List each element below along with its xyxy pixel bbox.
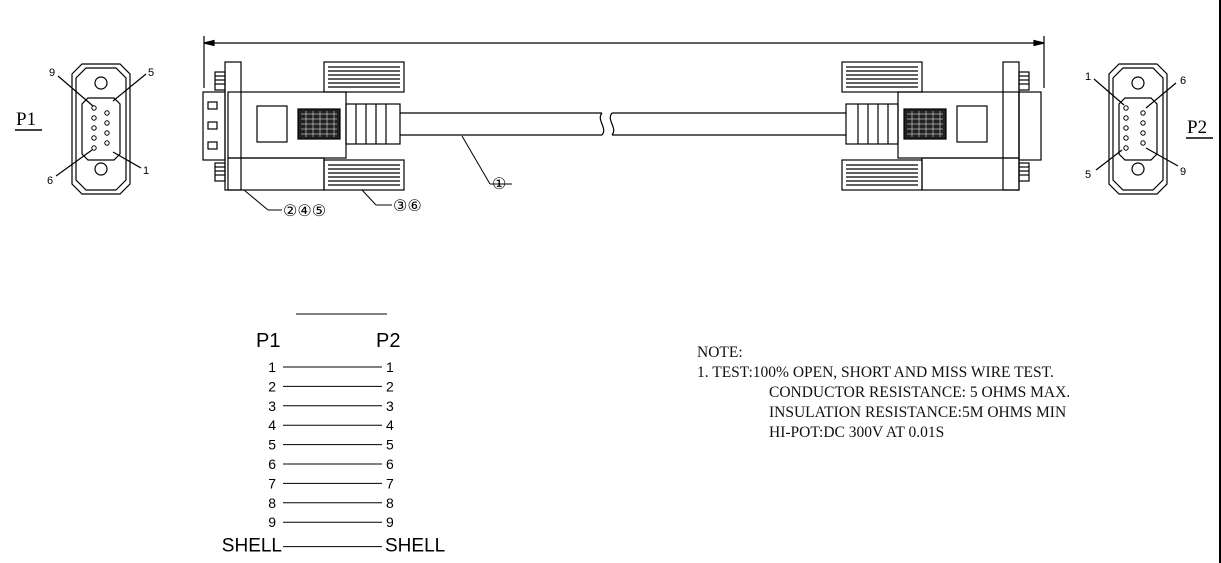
wiring-right-pin: SHELL [385,536,445,557]
wiring-left-pin: 2 [268,378,276,394]
wiring-left-pin: 4 [268,417,276,433]
wiring-left-pin: 6 [268,456,276,472]
callout-cable: ① [492,176,506,193]
p2-pin-label-1: 1 [1085,71,1091,83]
wiring-left-pin: 7 [268,475,276,491]
note-line-4: HI-POT:DC 300V AT 0.01S [769,424,945,441]
wiring-left-pin: SHELL [222,536,282,557]
cable-body [400,112,846,136]
callout-housing: ②④⑤ [283,203,326,220]
wiring-right-pin: 1 [386,359,394,375]
wiring-right-pin: 7 [386,475,394,491]
note-line-1: 1. TEST:100% OPEN, SHORT AND MISS WIRE T… [697,364,1054,381]
wiring-left-pin: 1 [268,359,276,375]
p1-connector-face [55,63,147,195]
wiring-right-pin: 4 [386,417,394,433]
wiring-right-pin: 5 [386,437,394,453]
wiring-right-pin: 8 [386,495,394,511]
wiring-right-pin: 3 [386,398,394,414]
p1-pin-label-5: 5 [148,67,154,79]
callout-screws: ③⑥ [393,198,422,215]
wiring-left-pin: 3 [268,398,276,414]
wiring-left-pin: 9 [268,514,276,530]
note-title: NOTE: [697,344,743,361]
left-connector-side [202,61,405,191]
wiring-right-pin: 9 [386,514,394,530]
p1-pin-label-9: 9 [49,67,55,79]
length-dimension [203,36,1045,88]
wiring-header-p1: P1 [256,330,280,352]
wiring-left-pin: 8 [268,495,276,511]
p2-face-label: P2 [1187,117,1207,138]
page-edge-rule [1219,0,1221,563]
wiring-right-pin: 2 [386,378,394,394]
note-line-2: CONDUCTOR RESISTANCE: 5 OHMS MAX. [769,384,1071,401]
p1-pin-label-1: 1 [143,165,149,177]
callout-leaders [243,135,512,211]
wiring-header-p2: P2 [376,330,400,352]
wiring-left-pin: 5 [268,437,276,453]
p1-pin-label-6: 6 [47,175,53,187]
p1-face-label: P1 [16,109,36,130]
p2-pin-label-9: 9 [1180,166,1186,178]
p2-pin-label-6: 6 [1180,75,1186,87]
p2-connector-face [1093,63,1179,195]
note-line-3: INSULATION RESISTANCE:5M OHMS MIN [769,404,1067,421]
test-notes: NOTE: 1. TEST:100% OPEN, SHORT AND MISS W… [697,343,1070,443]
p2-pin-label-5: 5 [1085,169,1091,181]
right-connector-side [841,61,1042,191]
wiring-right-pin: 6 [386,456,394,472]
